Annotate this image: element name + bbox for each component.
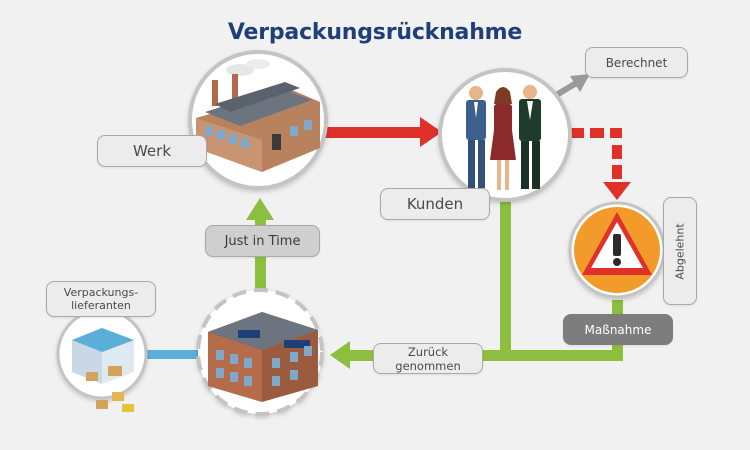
- kunden-label: Kunden: [380, 188, 490, 220]
- plant-node: [196, 288, 324, 416]
- massnahme-label: Maßnahme: [563, 314, 673, 345]
- supplier-node: [56, 308, 148, 412]
- customers-icon: [466, 85, 541, 190]
- diagram-title: Verpackungsrücknahme: [227, 20, 523, 45]
- werk-node: [188, 50, 328, 190]
- warning-node: [568, 201, 666, 299]
- factory-icon: [196, 59, 320, 172]
- packaging-supplier-icon: [72, 328, 134, 412]
- supplier-link: [140, 350, 200, 359]
- complaint-arrow: [570, 128, 631, 200]
- delivery-arrow: [325, 117, 442, 147]
- warehouse-icon: [208, 312, 318, 402]
- verpackungslieferanten-label: Verpackungs- lieferanten: [46, 281, 156, 317]
- zurueck-label: Zurück genommen: [373, 343, 483, 374]
- abgelehnt-label: Abgelehnt: [663, 197, 697, 305]
- warning-icon: [582, 212, 652, 275]
- just-in-time-label: Just in Time: [205, 225, 320, 257]
- werk-label: Werk: [97, 135, 207, 167]
- berechnet-label: Berechnet: [585, 47, 688, 78]
- kunden-node: [438, 68, 572, 202]
